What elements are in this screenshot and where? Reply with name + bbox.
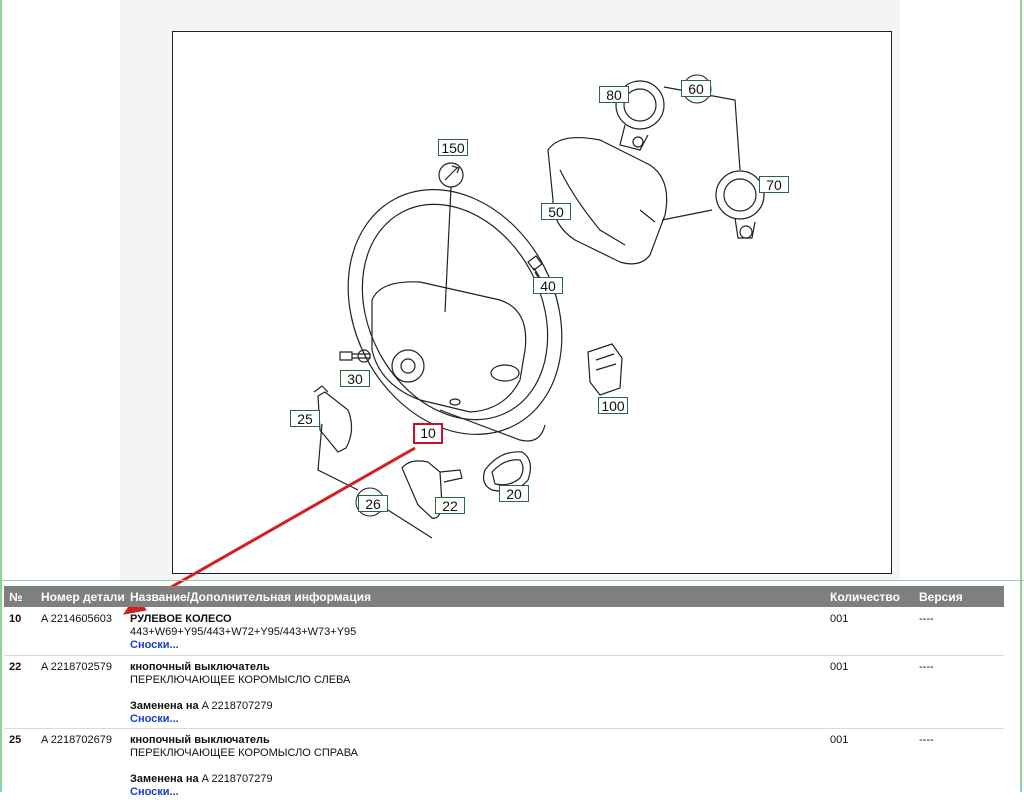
part-quantity: 001: [830, 613, 849, 625]
callout-100[interactable]: 100: [598, 397, 628, 414]
callout-40[interactable]: 40: [533, 277, 563, 294]
part-quantity: 001: [830, 734, 849, 746]
callout-50[interactable]: 50: [541, 203, 571, 220]
callout-70[interactable]: 70: [759, 176, 789, 193]
replaced-part-number[interactable]: A 2218707279: [201, 700, 273, 712]
callout-30[interactable]: 30: [340, 370, 370, 387]
table-row[interactable]: 22 A 2218702579 кнопочный выключатель ПЕ…: [4, 657, 1004, 730]
replaced-by: Заменена на A 2218707279: [130, 773, 273, 785]
part-number[interactable]: A 2218702579: [41, 661, 112, 673]
screw-40: [527, 255, 543, 279]
table-row[interactable]: 25 A 2218702679 кнопочный выключатель ПЕ…: [4, 730, 1004, 800]
switch-cluster-80: [615, 80, 665, 130]
callout-150[interactable]: 150: [438, 139, 468, 156]
part-number[interactable]: A 2214605603: [41, 613, 112, 625]
replaced-label: Заменена на: [130, 700, 199, 712]
header-name: Название/Дополнительная информация: [130, 590, 371, 604]
shift-paddle-25: [317, 391, 353, 453]
replaced-label: Заменена на: [130, 773, 199, 785]
replaced-part-number[interactable]: A 2218707279: [201, 773, 273, 785]
part-version: ----: [919, 661, 934, 673]
header-part-number: Номер детали: [41, 590, 125, 604]
header-quantity: Количество: [830, 590, 900, 604]
callout-20[interactable]: 20: [499, 485, 529, 502]
row-number: 10: [9, 613, 22, 625]
footnotes-link[interactable]: Сноски...: [130, 713, 179, 725]
header-version: Версия: [919, 590, 963, 604]
section-divider: [0, 580, 1024, 581]
parts-diagram: [172, 31, 892, 574]
footnotes-link[interactable]: Сноски...: [130, 639, 179, 651]
part-info: ПЕРЕКЛЮЧАЮЩЕЕ КОРОМЫСЛО СПРАВА: [130, 747, 359, 759]
callout-80[interactable]: 80: [599, 86, 629, 103]
replaced-by: Заменена на A 2218707279: [130, 700, 273, 712]
tool-icon-150: [438, 162, 464, 188]
callout-60[interactable]: 60: [681, 80, 711, 97]
table-row[interactable]: 10 A 2214605603 РУЛЕВОЕ КОЛЕСО 443+W69+Y…: [4, 607, 1004, 657]
callout-10[interactable]: 10: [413, 423, 443, 444]
row-number: 22: [9, 661, 22, 673]
footnotes-link[interactable]: Сноски...: [130, 786, 179, 798]
steering-wheel-hub: [371, 281, 527, 413]
part-version: ----: [919, 613, 934, 625]
part-number[interactable]: A 2218702679: [41, 734, 112, 746]
part-name: кнопочный выключатель: [130, 661, 270, 673]
parts-table-header: № Номер детали Название/Дополнительная и…: [4, 586, 1004, 607]
callout-26[interactable]: 26: [358, 495, 388, 512]
row-separator: [4, 655, 1004, 656]
switch-cluster-70: [715, 170, 765, 220]
steering-wheel-rim: [347, 189, 563, 435]
airbag-module: [547, 137, 668, 265]
part-name: кнопочный выключатель: [130, 734, 270, 746]
callout-25[interactable]: 25: [290, 410, 320, 427]
callout-22[interactable]: 22: [435, 497, 465, 514]
row-number: 25: [9, 734, 22, 746]
steering-wheel-rim-inner: [361, 203, 549, 421]
module-100: [587, 343, 623, 396]
part-name: РУЛЕВОЕ КОЛЕСО: [130, 613, 232, 625]
header-no: №: [9, 590, 23, 604]
trim-20: [482, 451, 532, 492]
parts-table: № Номер детали Название/Дополнительная и…: [4, 586, 1004, 800]
part-info: 443+W69+Y95/443+W72+Y95/443+W73+Y95: [130, 626, 357, 638]
part-version: ----: [919, 734, 934, 746]
row-separator: [4, 728, 1004, 729]
part-quantity: 001: [830, 661, 849, 673]
part-info: ПЕРЕКЛЮЧАЮЩЕЕ КОРОМЫСЛО СЛЕВА: [130, 674, 351, 686]
